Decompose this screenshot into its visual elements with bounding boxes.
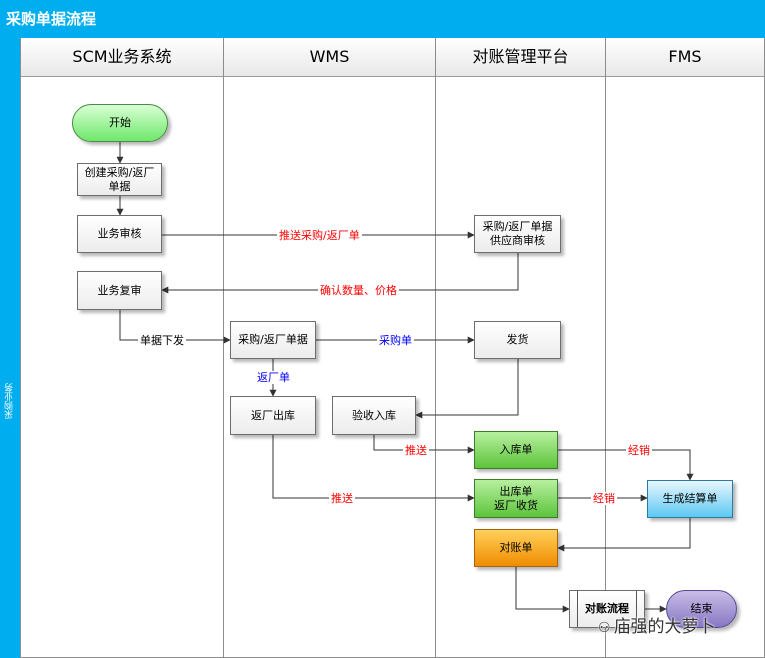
edge-recheck-wms xyxy=(119,310,231,344)
node-wms-order: 采购/返厂单据 xyxy=(230,321,316,359)
node-out-order: 出库单 返厂收货 xyxy=(474,479,558,518)
label-confirm-price: 确认数量、价格 xyxy=(318,284,399,297)
label-dispatch: 单据下发 xyxy=(138,334,186,347)
edge-inspect-in xyxy=(373,435,475,454)
edge-supplier-recheck xyxy=(161,253,519,294)
wechat-icon: ⚇ xyxy=(598,620,611,636)
watermark: ⚇庙强的大萝卜 xyxy=(598,612,716,637)
edge-return-out xyxy=(272,435,475,502)
watermark-text: 庙强的大萝卜 xyxy=(613,617,716,637)
node-recon-flow-label: 对账流程 xyxy=(585,602,629,615)
label-return-order: 返厂单 xyxy=(255,371,292,384)
label-expense-in: 经销 xyxy=(626,444,652,457)
subprocess-bar-left xyxy=(577,591,578,627)
lane-header-fms: FMS xyxy=(606,38,764,77)
edge-in-settle xyxy=(558,449,694,481)
node-recon-flow: 对账流程 xyxy=(569,590,645,628)
node-start: 开始 xyxy=(72,104,168,142)
side-label: 采购业务 xyxy=(5,383,15,419)
node-business-recheck: 业务复审 xyxy=(77,271,162,310)
node-in-order: 入库单 xyxy=(474,431,558,469)
side-bar: 采购业务 xyxy=(0,38,20,658)
lane-header-recon: 对账管理平台 xyxy=(436,38,605,77)
diagram-title: 采购单据流程 xyxy=(0,0,765,38)
lane-header-wms: WMS xyxy=(224,38,435,77)
subprocess-bar-right xyxy=(636,591,637,627)
label-push-out: 推送 xyxy=(329,492,355,505)
label-purchase-order: 采购单 xyxy=(377,334,414,347)
node-inspect-in: 验收入库 xyxy=(332,396,416,435)
node-business-review: 业务审核 xyxy=(77,215,162,253)
node-settlement: 生成结算单 xyxy=(647,480,733,518)
edge-settle-reconcile xyxy=(557,518,691,552)
edge-reconcile-flow xyxy=(515,567,570,613)
node-end: 结束 xyxy=(666,590,737,628)
node-create-order: 创建采购/返厂 单据 xyxy=(77,163,162,196)
label-push-in: 推送 xyxy=(403,444,429,457)
label-expense-out: 经销 xyxy=(591,492,617,505)
node-reconcile: 对账单 xyxy=(474,529,558,567)
lane-header-scm: SCM业务系统 xyxy=(21,38,223,77)
label-push-order: 推送采购/返厂单 xyxy=(277,229,362,242)
flow-edges xyxy=(116,142,694,613)
node-ship: 发货 xyxy=(474,321,561,359)
node-return-out: 返厂出库 xyxy=(230,396,316,435)
node-supplier-review: 采购/返厂单据 供应商审核 xyxy=(474,215,561,253)
edge-ship-inspect xyxy=(415,359,519,419)
